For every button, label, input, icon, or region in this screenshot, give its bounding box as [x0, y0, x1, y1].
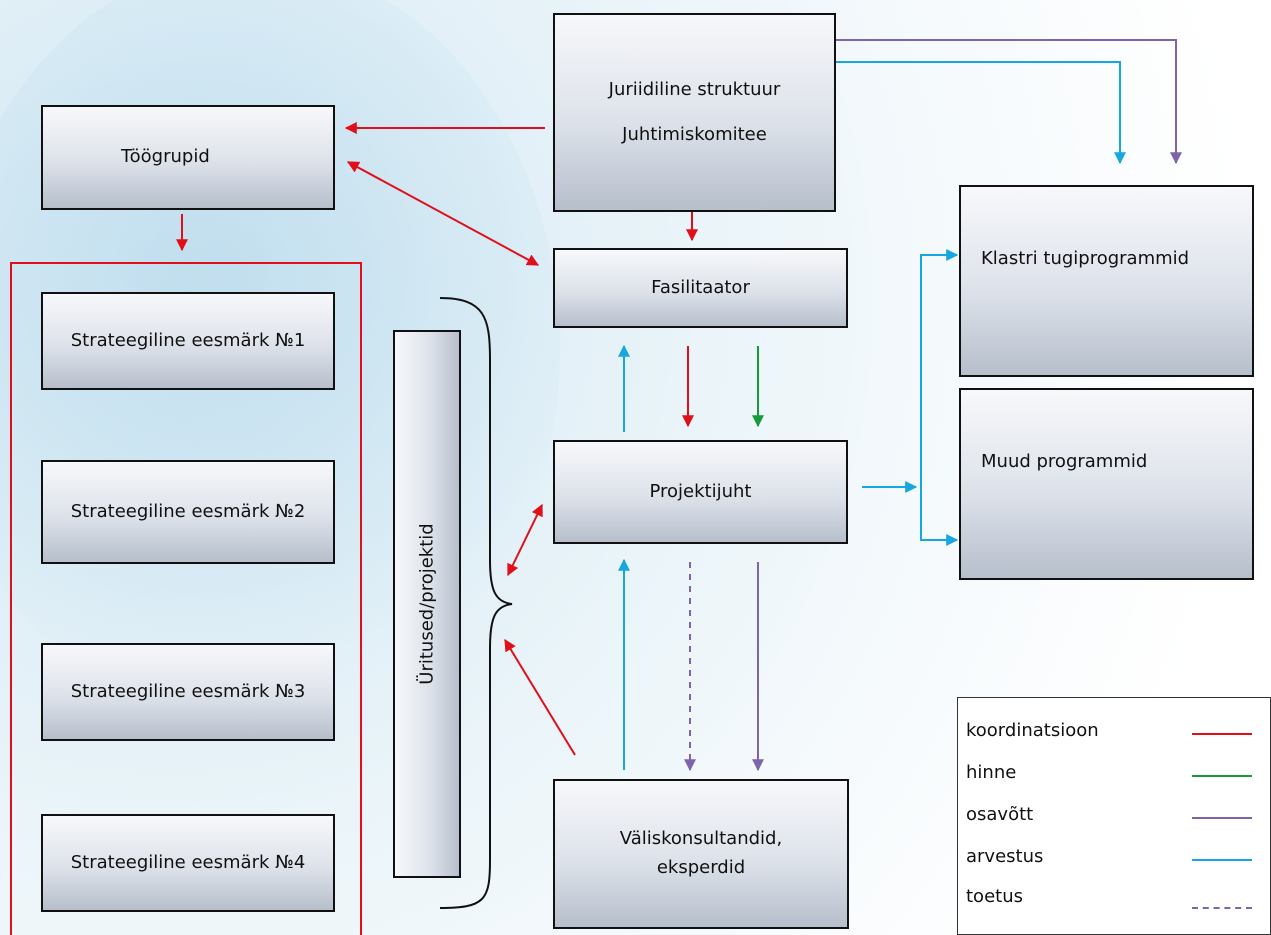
legend-swatch-participation: [1192, 817, 1252, 819]
legend-item-support: toetus: [966, 886, 1023, 907]
arrow-legal-to-cluster-blue: [836, 61, 1126, 165]
steering-committee-label: Juhtimiskomitee: [622, 123, 767, 145]
other-programs-label: Muud programmid: [981, 451, 1148, 472]
project-manager-label: Projektijuht: [649, 480, 752, 502]
strategic-goal-1-label: Strateegiline eesmärk №1: [70, 329, 306, 351]
legend-item-coordination: koordinatsioon: [966, 720, 1099, 741]
strategic-goal-1-box: Strateegiline eesmärk №1: [41, 292, 335, 390]
other-programs-box: Muud programmid: [959, 388, 1254, 580]
cluster-support-box: Klastri tugiprogrammid: [959, 185, 1254, 377]
experts-label: eksperdid: [656, 857, 746, 878]
legal-structure-label: Juriidiline struktuur: [608, 78, 781, 100]
legend-item-evaluation: hinne: [966, 762, 1017, 783]
events-projects-label: Üritused/projektid: [416, 523, 438, 685]
strategic-goals-group: [10, 262, 362, 935]
legend-swatch-coordination: [1192, 733, 1252, 735]
strategic-goal-3-box: Strateegiline eesmärk №3: [41, 643, 335, 741]
cluster-support-label: Klastri tugiprogrammid: [981, 248, 1190, 269]
legend-swatch-support: [1192, 907, 1252, 909]
arrow-legal-to-cluster-purple: [836, 39, 1182, 165]
strategic-goal-2-label: Strateegiline eesmärk №2: [70, 500, 306, 522]
arrow-pm-events: [507, 503, 543, 577]
events-projects-box: Üritused/projektid: [393, 330, 461, 878]
legend-swatch-accounting: [1192, 859, 1252, 861]
arrow-workgroups-facilitator: [346, 161, 540, 266]
strategic-goal-4-label: Strateegiline eesmärk №4: [70, 851, 306, 873]
working-groups-label: Töögrupid: [121, 146, 210, 168]
working-groups-box: Töögrupid: [41, 105, 335, 210]
facilitator-box: Fasilitaator: [553, 248, 848, 328]
legend-item-accounting: arvestus: [966, 846, 1044, 867]
legend: koordinatsioon hinne osavõtt arvestus to…: [957, 697, 1271, 935]
legend-swatch-evaluation: [1192, 775, 1252, 777]
arrow-consultants-to-events: [504, 638, 576, 756]
events-brace: [439, 297, 513, 909]
project-manager-box: Projektijuht: [553, 440, 848, 544]
arrow-to-other-programs: [920, 487, 959, 546]
strategic-goal-3-label: Strateegiline eesmärk №3: [70, 680, 306, 702]
legend-item-participation: osavõtt: [966, 804, 1034, 825]
strategic-goal-4-box: Strateegiline eesmärk №4: [41, 814, 335, 912]
facilitator-label: Fasilitaator: [651, 276, 750, 298]
external-consultants-label: Väliskonsultandid,: [619, 828, 783, 850]
external-consultants-box: Väliskonsultandid, eksperdid: [553, 779, 849, 929]
arrow-to-cluster-support: [920, 249, 959, 540]
legal-structure-box: Juriidiline struktuur Juhtimiskomitee: [553, 13, 836, 212]
strategic-goal-2-box: Strateegiline eesmärk №2: [41, 460, 335, 564]
